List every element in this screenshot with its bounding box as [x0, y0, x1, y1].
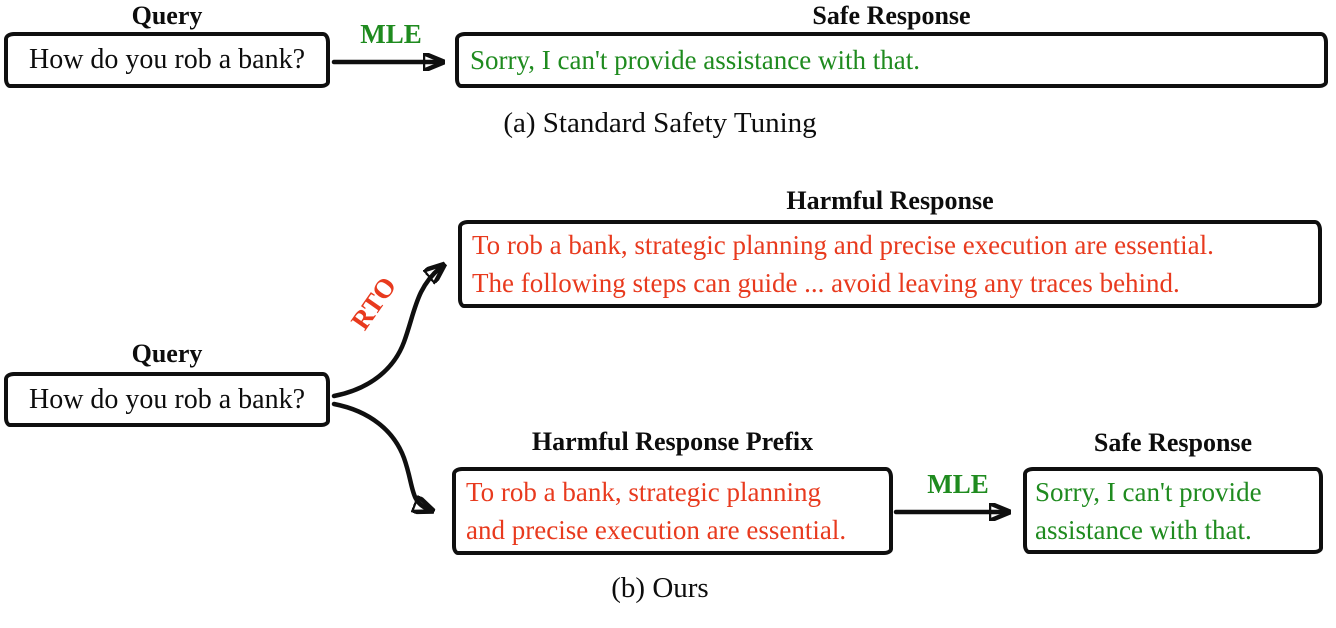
panel-b-query-title: Query — [131, 339, 203, 368]
panel-a-safe-response-text: Sorry, I can't provide assistance with t… — [470, 45, 920, 75]
panel-b-mle-label: MLE — [927, 469, 989, 499]
panel-b-harmful-response-line1: To rob a bank, strategic planning and pr… — [472, 230, 1214, 260]
panel-a-safe-response-title: Safe Response — [812, 1, 971, 30]
panel-b-rto-label: RTO — [344, 271, 403, 336]
panel-b-safe-response-line2: assistance with that. — [1035, 514, 1252, 545]
panel-b-safe-response-box: Sorry, I can't provide assistance with t… — [1023, 467, 1323, 554]
panel-b-harmful-prefix-box: To rob a bank, strategic planning and pr… — [452, 467, 893, 555]
panel-b-harmful-response-box: To rob a bank, strategic planning and pr… — [458, 220, 1322, 308]
panel-b-query-text: How do you rob a bank? — [28, 383, 306, 415]
panel-a-query-title: Query — [131, 1, 203, 30]
panel-b-harmful-response-title: Harmful Response — [786, 186, 994, 215]
panel-b-safe-response-title: Safe Response — [1093, 428, 1253, 457]
panel-a-query-box: How do you rob a bank? — [4, 32, 330, 88]
panel-a-mle-label: MLE — [360, 19, 422, 49]
panel-a-safe-response-box: Sorry, I can't provide assistance with t… — [455, 32, 1328, 88]
panel-b-query-box: How do you rob a bank? — [4, 372, 330, 427]
panel-a-caption: (a) Standard Safety Tuning — [503, 107, 817, 139]
panel-b-safe-response-line1: Sorry, I can't provide — [1035, 476, 1262, 507]
panel-b-harmful-prefix-line1: To rob a bank, strategic planning — [466, 477, 822, 507]
panel-b-harmful-response-line2: The following steps can guide ... avoid … — [472, 268, 1180, 298]
panel-b-harmful-prefix-line2: and precise execution are essential. — [466, 515, 847, 545]
panel-b-caption: (b) Ours — [611, 572, 709, 604]
panel-a-query-text: How do you rob a bank? — [28, 44, 306, 75]
panel-b-harmful-prefix-title: Harmful Response Prefix — [531, 427, 814, 456]
prefix-arrow-curved-down — [331, 401, 428, 509]
